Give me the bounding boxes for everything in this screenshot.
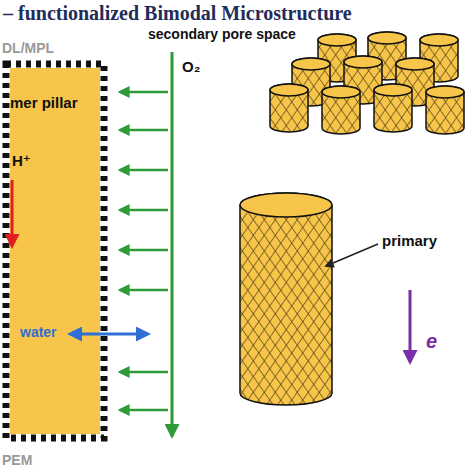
proton-arrow [11, 180, 14, 246]
water-arrow [70, 333, 148, 336]
pillar-border-dots [6, 64, 104, 438]
fiber-cylinder [426, 86, 464, 134]
oxygen-arrow [120, 169, 168, 171]
fiber-cylinder [270, 84, 308, 132]
region-label: secondary pore space [148, 26, 296, 42]
electron-arrow [409, 290, 412, 362]
species-label: O₂ [182, 58, 200, 75]
oxygen-flow-arrow [171, 52, 174, 436]
pillar-label: mer pillar [10, 94, 78, 111]
figure-title: – functionalized Bimodal Microstructure [3, 2, 352, 25]
oxygen-arrow [120, 129, 168, 131]
oxygen-arrow [120, 289, 168, 291]
fiber-cylinder [322, 86, 360, 134]
species-label: H⁺ [12, 152, 31, 169]
fiber-cylinder [374, 84, 412, 132]
pillar-fill [6, 64, 104, 438]
oxygen-arrow [120, 249, 168, 251]
fiber-cylinder [240, 193, 332, 405]
pillar-border [6, 64, 104, 438]
layer-label: DL/MPL [2, 40, 54, 56]
oxygen-arrow [120, 209, 168, 211]
species-label: water [20, 324, 57, 340]
layer-label: PEM [2, 452, 32, 468]
ionomer-pillar: mer pillarH⁺ water [6, 64, 104, 438]
callout-label: primary [382, 232, 437, 249]
leader-arrow [326, 244, 378, 266]
species-label: e [426, 330, 437, 353]
oxygen-arrow [120, 409, 168, 411]
oxygen-arrow [120, 91, 168, 93]
oxygen-arrow [120, 371, 168, 373]
